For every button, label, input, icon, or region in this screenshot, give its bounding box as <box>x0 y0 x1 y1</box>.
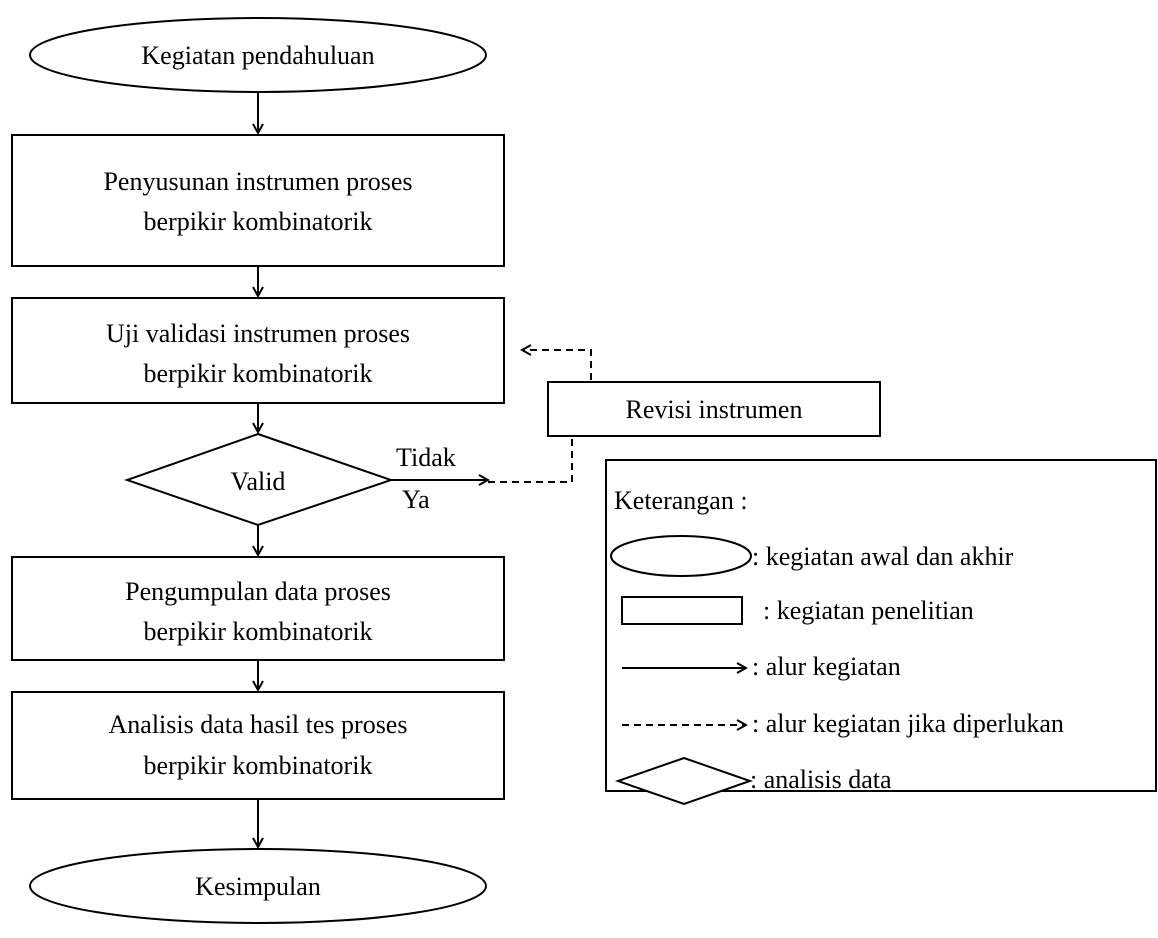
legend-diamond-symbol <box>614 756 754 806</box>
dashed-path-to-revision <box>488 437 573 483</box>
legend-oval-desc: : kegiatan awal dan akhir <box>752 542 1014 571</box>
step2-line2: berpikir kombinatorik <box>144 359 373 388</box>
step-instrument-validation: Uji validasi instrumen proses berpikir k… <box>11 297 505 404</box>
start-node: Kegiatan pendahuluan <box>29 17 487 93</box>
revision-node: Revisi instrumen <box>547 381 881 437</box>
legend-diamond-row: : analisis data <box>614 756 892 806</box>
no-label: Tidak <box>396 443 456 472</box>
legend-diamond-desc: : analisis data <box>750 765 892 794</box>
revision-label: Revisi instrumen <box>626 395 803 424</box>
legend-arrow-desc: : alur kegiatan <box>752 652 901 681</box>
step4-line1: Analisis data hasil tes proses <box>109 710 408 739</box>
end-node: Kesimpulan <box>29 848 487 924</box>
legend-title: Keterangan : <box>614 486 748 515</box>
decision-label: Valid <box>231 467 286 496</box>
step1-line2: berpikir kombinatorik <box>144 207 373 236</box>
legend-rect-desc: : kegiatan penelitian <box>763 596 974 625</box>
step1-line1: Penyusunan instrumen proses <box>103 167 412 196</box>
step3-line2: berpikir kombinatorik <box>144 617 373 646</box>
step3-line1: Pengumpulan data proses <box>125 577 391 606</box>
end-label: Kesimpulan <box>195 872 321 901</box>
yes-label: Ya <box>402 485 430 514</box>
dashed-arrow-back-to-validation <box>522 350 592 380</box>
legend-arrow-row: : alur kegiatan <box>622 652 901 681</box>
start-label: Kegiatan pendahuluan <box>141 41 374 70</box>
legend-dashed-desc: : alur kegiatan jika diperlukan <box>752 709 1064 738</box>
legend-box: Keterangan : : kegiatan awal dan akhir :… <box>605 459 1157 806</box>
decision-valid: Valid <box>123 432 395 527</box>
step-data-collection: Pengumpulan data proses berpikir kombina… <box>11 556 505 661</box>
step4-line2: berpikir kombinatorik <box>144 751 373 780</box>
step-instrument-design: Penyusunan instrumen proses berpikir kom… <box>11 134 505 267</box>
legend-oval-symbol <box>610 535 752 577</box>
legend-dashed-row: : alur kegiatan jika diperlukan <box>622 709 1064 738</box>
legend-rect-symbol <box>621 596 743 625</box>
legend-rect-row: : kegiatan penelitian <box>621 596 974 625</box>
step2-line1: Uji validasi instrumen proses <box>106 319 410 348</box>
legend-oval-row: : kegiatan awal dan akhir <box>610 535 1014 577</box>
step-data-analysis: Analisis data hasil tes proses berpikir … <box>11 691 505 800</box>
